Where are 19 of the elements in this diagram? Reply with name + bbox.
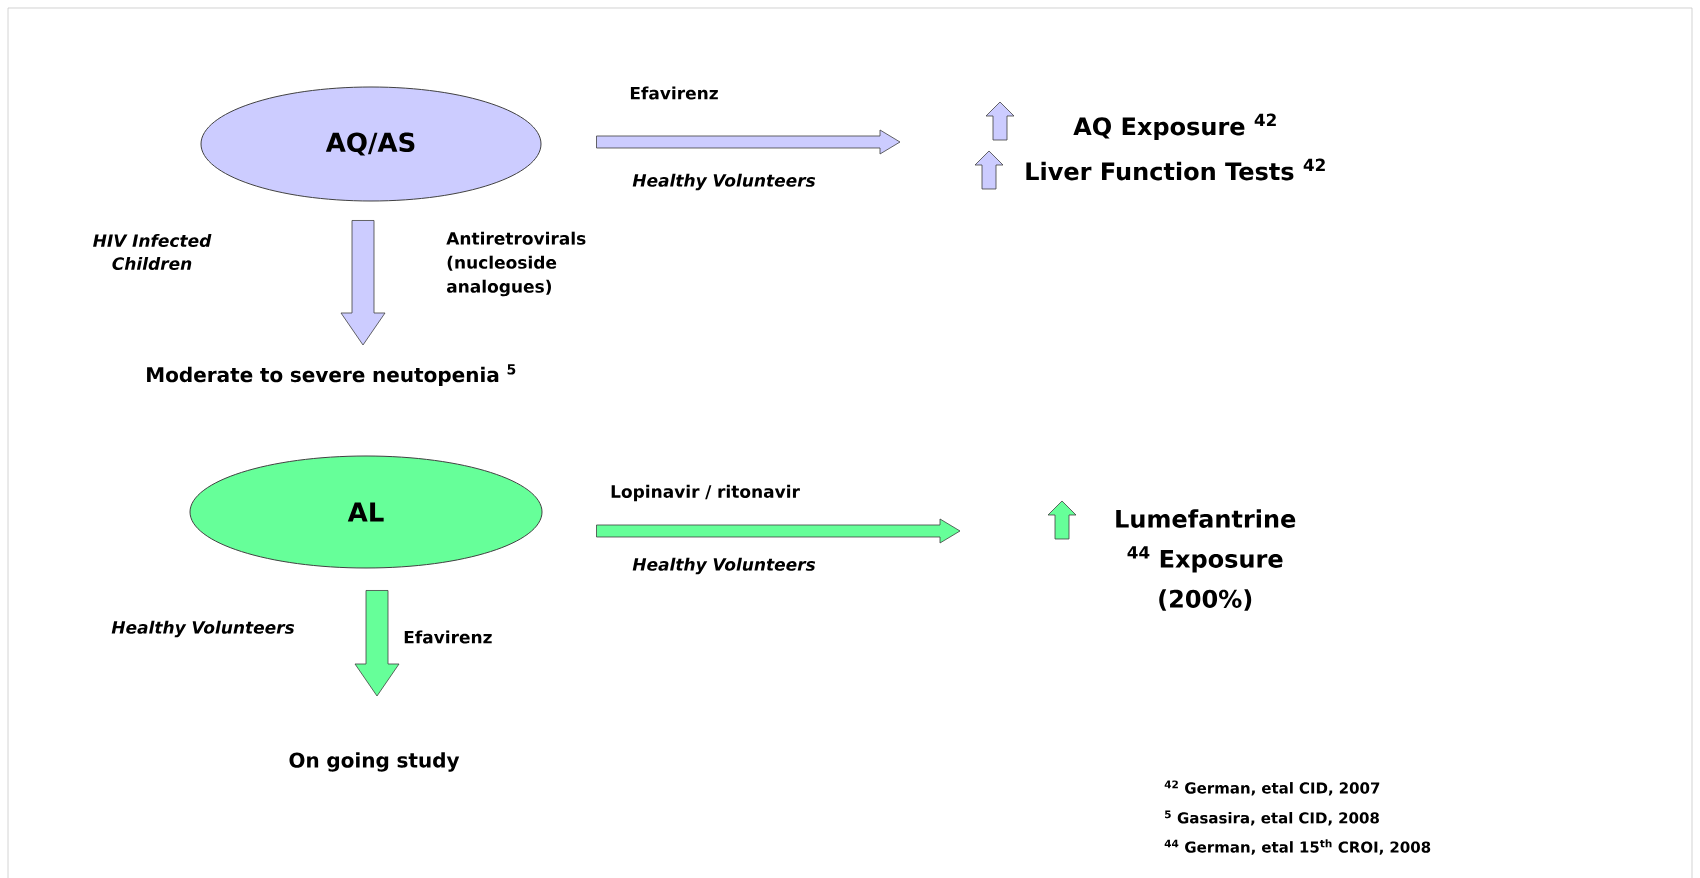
edge-label: Lopinavir / ritonavir (611, 484, 800, 502)
reference-text: $^{42}$ German, etal CID, 2007 (1164, 780, 1380, 796)
block-arrow (596, 518, 961, 544)
block-arrow (354, 590, 400, 697)
annotation-text: Healthy Volunteers (632, 173, 816, 191)
reference-text: $^{5}$ Gasasira, etal CID, 2008 (1165, 810, 1379, 826)
block-arrow (340, 220, 386, 346)
edge-label: Efavirenz (630, 86, 718, 100)
block-arrow (596, 129, 901, 155)
reference-text: $^{44}$ German, etal 15$^{th}$ CROI, 2008 (1164, 839, 1431, 855)
edge-label: Antiretrovirals (nucleoside analogues) (446, 231, 586, 297)
result-text: Lumefantrine $^{44}$ Exposure (200%) (1116, 509, 1296, 611)
result-text: Moderate to severe neutopenia $^{5}$ (147, 364, 516, 387)
annotation-text: Healthy Volunteers (111, 620, 295, 638)
annotation-text: Healthy Volunteers (632, 557, 816, 575)
edge-label: Efavirenz (404, 630, 492, 644)
result-text: On going study (289, 752, 460, 772)
result-text: AQ Exposure $^{42}$ Liver Function Tests $^{42}$ (1026, 113, 1325, 181)
annotation-text: HIV Infected Children (93, 233, 212, 271)
